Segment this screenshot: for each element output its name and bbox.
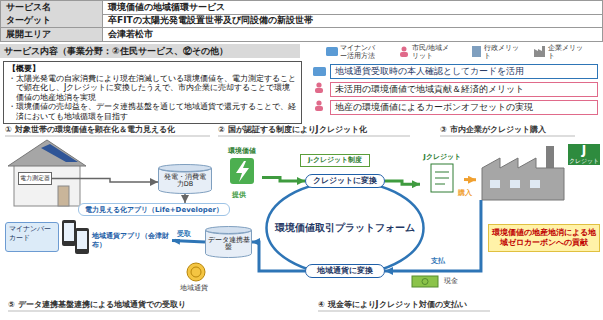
- node-text: 展開エリア: [6, 28, 97, 41]
- node-text: ・太陽光発電の自家消費により現在消滅している環境価値を、電力測定することで顕在化…: [8, 74, 297, 103]
- node-text: 電力測定器: [19, 174, 51, 183]
- table-value: 会津若松市: [103, 28, 603, 42]
- section-header: サービス内容（事業分野：②住民サービス、⑫その他）: [0, 44, 300, 58]
- legend-text: 市民/地域メリット: [412, 45, 452, 60]
- node-text: サービス名: [6, 1, 97, 14]
- node-text: クレジットに変換: [306, 176, 384, 186]
- node-text: 地域通貨に変換: [306, 266, 384, 276]
- people-icon: [316, 82, 321, 87]
- node-text: Jクレジット: [420, 152, 464, 162]
- value-icon-group: 環境価値: [222, 146, 262, 188]
- result-box: 環境価値の地産地消による地域ゼロカーボンへの貢献: [488, 224, 600, 252]
- app-box: 電力見える化アプリ（Life+Developer）: [78, 203, 230, 216]
- node-text: 電力見える化アプリ（Life+Developer）: [83, 205, 225, 215]
- database-cylinder: 発電・消費電力DB: [158, 164, 212, 194]
- flow-arrow: [385, 181, 420, 184]
- mynumber-card: マイナンバーカード: [5, 222, 59, 252]
- people-icon: [315, 88, 323, 93]
- node-text: 地域通貨アプリ（会津財布）: [92, 232, 172, 249]
- node-text: 地域通貨受取時の本人確認としてカードを活用: [335, 66, 593, 78]
- node-text: クレジット: [568, 157, 600, 165]
- smartphone: [62, 220, 89, 254]
- flow-arrow: [252, 242, 305, 271]
- table-label: ターゲット: [0, 14, 103, 28]
- card-icon: [326, 47, 338, 56]
- flow-arrow: [262, 178, 305, 182]
- node-text: J-クレジット制度: [301, 156, 369, 165]
- building-icon: [472, 46, 481, 57]
- legend-text: 企業メリット: [548, 45, 588, 60]
- convert-pill: クレジットに変換: [305, 174, 385, 188]
- icon-label: 現金: [444, 276, 458, 286]
- factory-icon: [534, 46, 545, 57]
- edge-label: 提供: [231, 190, 247, 200]
- table-value: 環境価値の地域循環サービス: [103, 0, 603, 15]
- node-text: ・環境価値の売却益を、データ連携基盤を通じて地域通貨で還元することで、経済におい…: [8, 102, 297, 121]
- node-text: 地産の環境価値によるカーボンオフセットの実現: [335, 102, 593, 114]
- people-icon: [315, 106, 323, 111]
- flow-arrow: [464, 178, 476, 181]
- node-text: マイナンバーカード: [9, 225, 55, 242]
- node-text: ターゲット: [6, 14, 97, 27]
- people-icon: [402, 47, 407, 52]
- merit-box: 地産の環境価値によるカーボンオフセットの実現: [330, 100, 598, 115]
- step-label: ② 国が認証する制度によりJクレジット化: [218, 124, 367, 135]
- platform-cylinder: データ連携基盤: [205, 226, 252, 258]
- node-text: 会津若松市: [108, 28, 597, 41]
- flow-arrow: [172, 241, 205, 243]
- node-text: 環境価値取引プラットフォーム: [265, 222, 425, 235]
- people-icon: [316, 100, 321, 105]
- factory-group: Jクレジット: [476, 138, 600, 200]
- node-text: 未活用の環境価値で地域貢献＆経済的メリット: [335, 84, 593, 96]
- people-icon: [400, 52, 408, 57]
- icon-label: 地域通貨: [180, 283, 208, 293]
- cash-icon: [412, 276, 438, 287]
- jcredit-logo: J-クレジット制度: [300, 154, 370, 167]
- legend-text: 行政メリット: [484, 45, 524, 60]
- node-text: 環境価値の地産地消による地域ゼロカーボンへの貢献: [492, 228, 596, 248]
- card-icon: [313, 67, 326, 76]
- platform-ellipse: 環境価値取引プラットフォームクレジットに変換地域通貨に変換: [265, 180, 425, 276]
- coin-icon: [187, 263, 205, 281]
- node-text: 発電・消費電力DB: [161, 174, 209, 189]
- table-label: サービス名: [0, 0, 103, 15]
- node-text: 環境価値: [222, 146, 262, 156]
- node-text: データ連携基盤: [207, 237, 250, 252]
- table-label: 展開エリア: [0, 28, 103, 42]
- node-text: 卒FITの太陽光発電設置世帯及び同設備の新設世帯: [108, 14, 597, 27]
- legend-text: マイナンバー活用方法: [340, 45, 380, 60]
- node-text: サービス内容（事業分野：②住民サービス、⑫その他）: [4, 45, 296, 58]
- node-text: J: [568, 144, 600, 157]
- credit-document-icon: [431, 164, 453, 192]
- factory: [482, 146, 564, 200]
- overview-box: 【概要】・太陽光発電の自家消費により現在消滅している環境価値を、電力測定すること…: [3, 61, 302, 124]
- step-label: ③ 市内企業がクレジット購入: [440, 124, 546, 135]
- step-label: ⑤ データ連携基盤連携による地域通貨での受取り: [8, 299, 186, 310]
- edge-label: 受取: [176, 229, 192, 239]
- app-label: 地域通貨アプリ（会津財布）: [92, 232, 172, 249]
- step-label: ④ 現金等によりJクレジット対価の支払い: [318, 299, 467, 310]
- table-value: 卒FITの太陽光発電設置世帯及び同設備の新設世帯: [103, 14, 603, 28]
- step-label: ① 対象世帯の環境価値を顕在化＆電力見える化: [5, 124, 175, 135]
- environment-value-icon: [230, 158, 254, 184]
- edge-label: 支払: [430, 256, 446, 266]
- node-text: 環境価値の地域循環サービス: [108, 1, 597, 14]
- merit-box: 未活用の環境価値で地域貢献＆経済的メリット: [330, 82, 598, 97]
- flow-arrow: [184, 194, 186, 203]
- edge-label: 購入: [457, 188, 473, 198]
- flow-arrow: [52, 179, 158, 183]
- merit-box: 地域通貨受取時の本人確認としてカードを活用: [330, 64, 598, 79]
- meter-box: 電力測定器: [18, 172, 52, 185]
- convert-pill: 地域通貨に変換: [305, 264, 385, 278]
- node-text: 【概要】: [8, 64, 297, 74]
- house: [8, 140, 86, 206]
